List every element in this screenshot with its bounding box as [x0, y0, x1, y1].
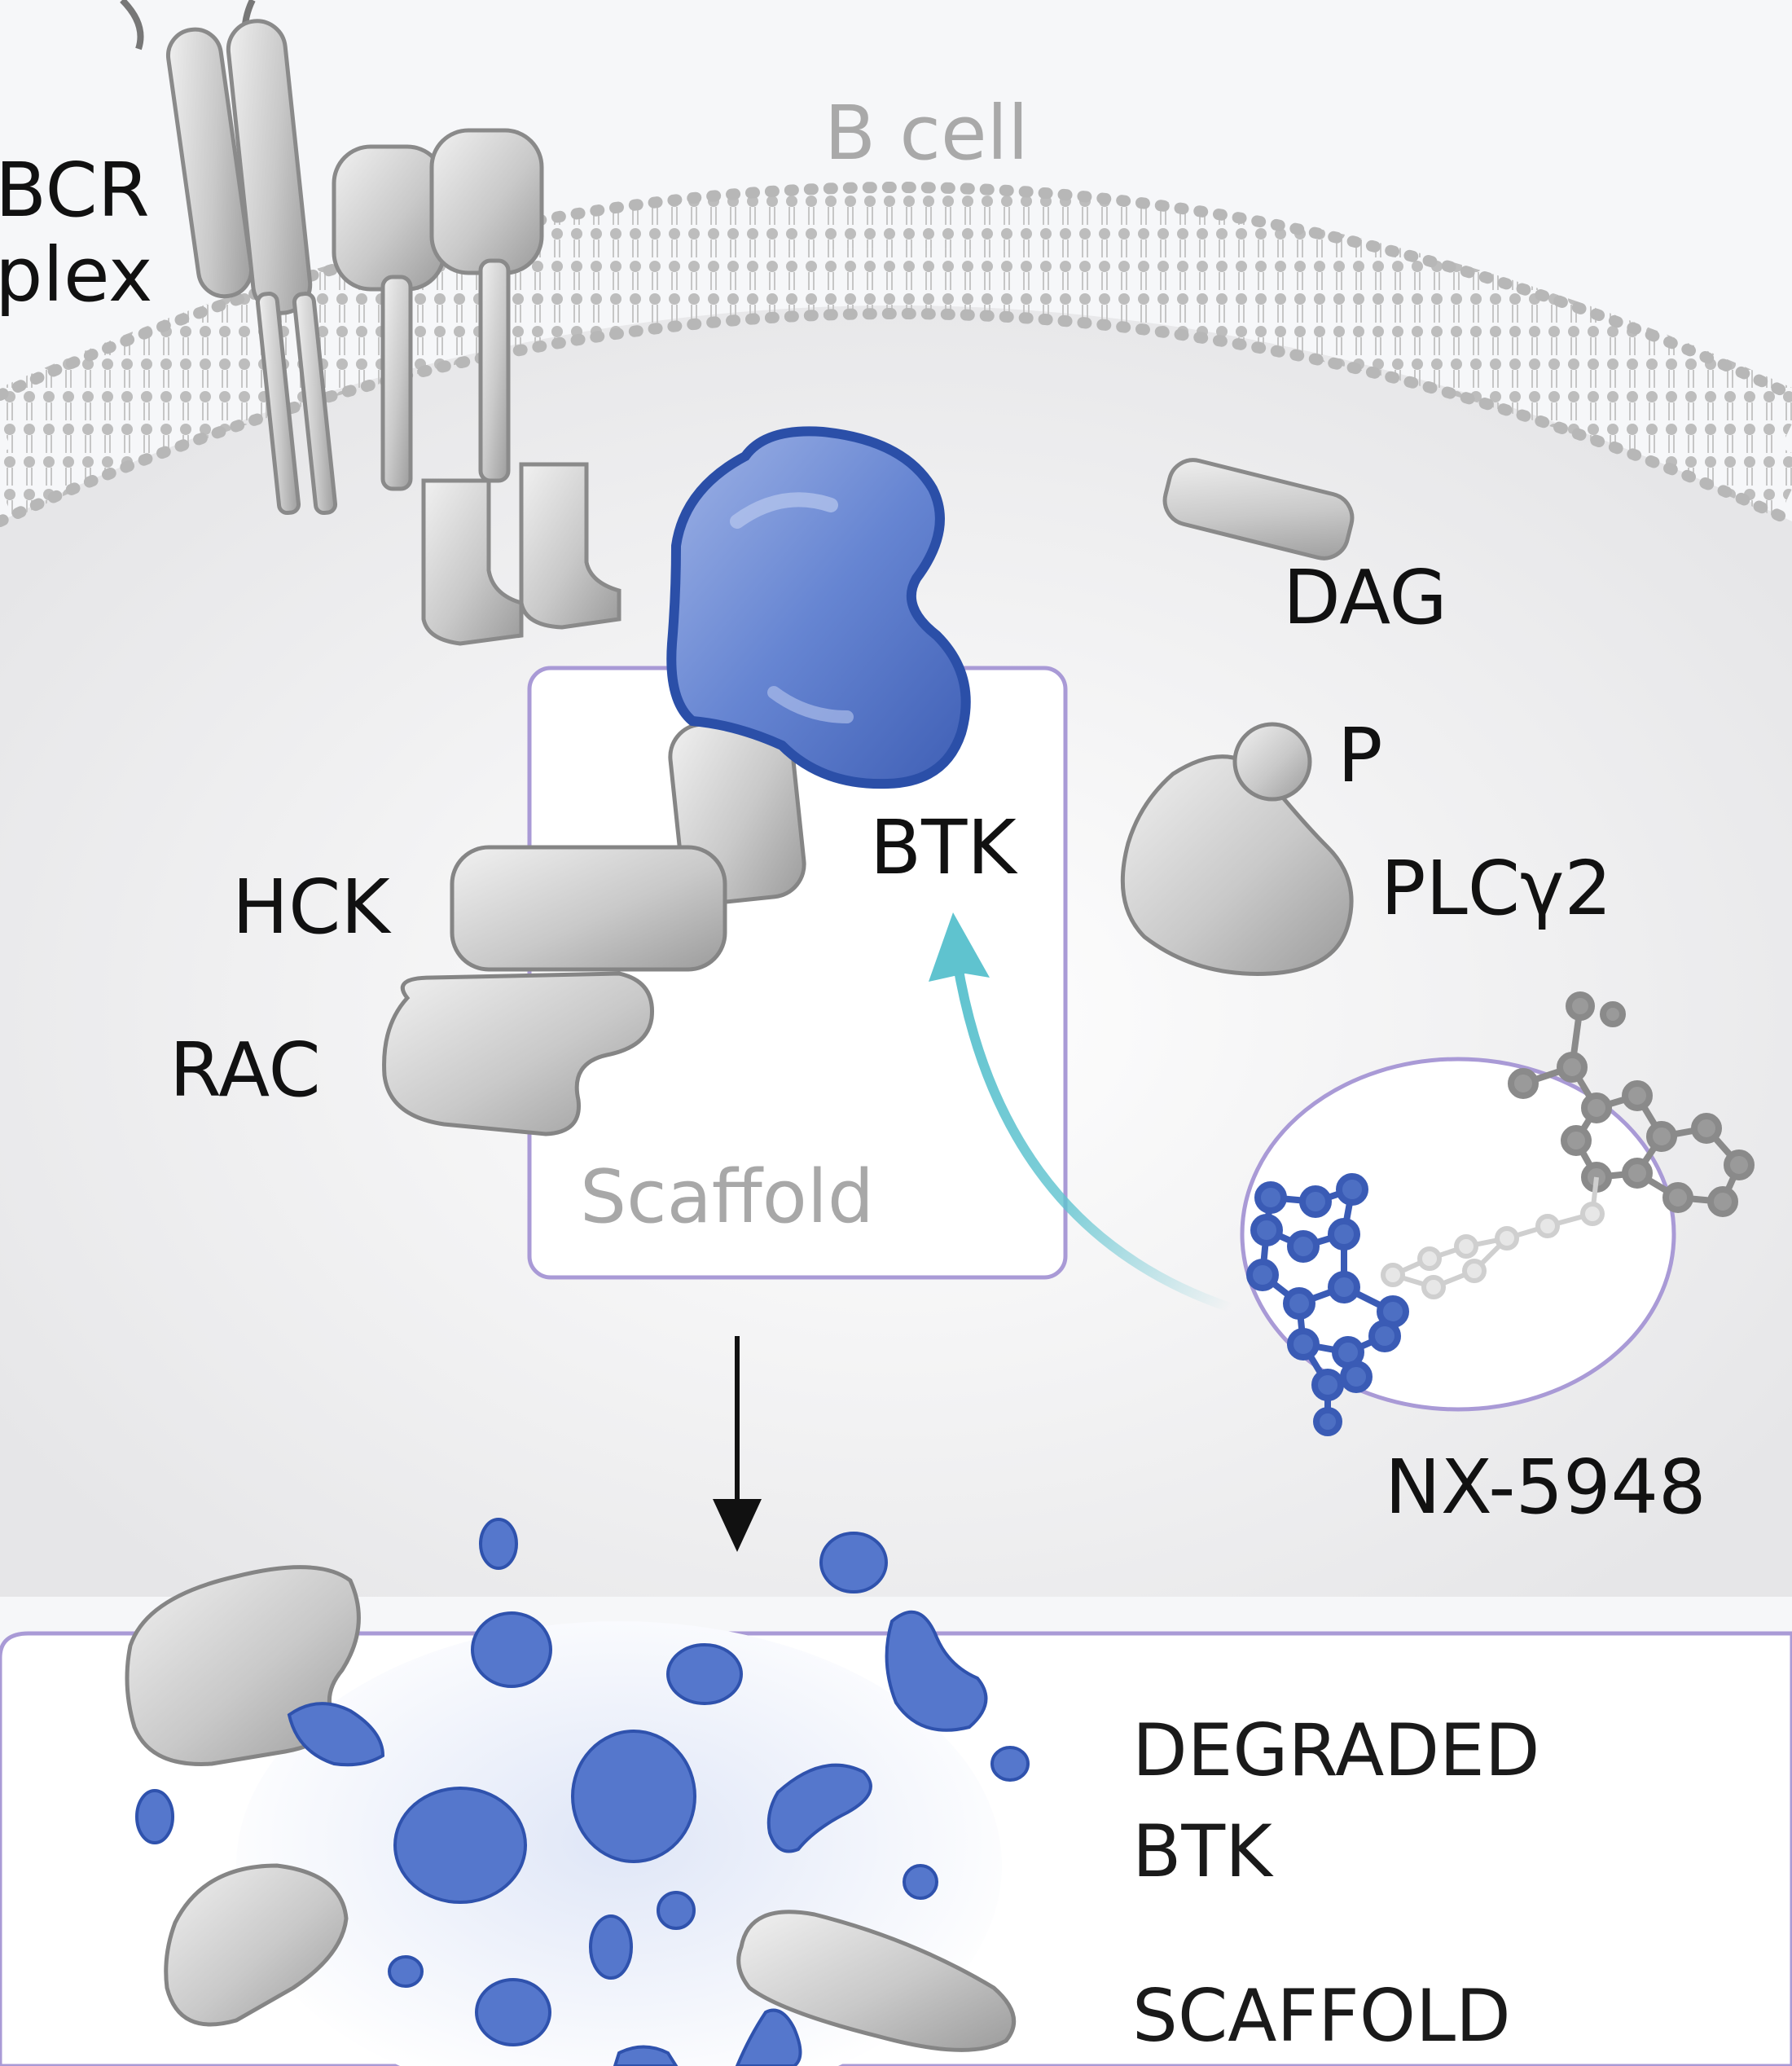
- bcr-label-line2: plex: [0, 231, 153, 319]
- scaffold-proteins: [382, 716, 806, 1136]
- phospho-label: P: [1337, 712, 1383, 799]
- scaffold-label: Scaffold: [580, 1154, 874, 1240]
- plcg2-protein: [1120, 722, 1354, 976]
- drug-binding-arrow: [929, 912, 1232, 1312]
- hck-label: HCK: [232, 864, 390, 951]
- dag-label: DAG: [1283, 554, 1447, 641]
- blue-fragments: [135, 1518, 1030, 2066]
- rac-label: RAC: [169, 1026, 321, 1114]
- degraded-label-line2: BTK: [1132, 1809, 1272, 1893]
- degraded-label-line1: DEGRADED: [1132, 1708, 1540, 1792]
- degradation-arrow: [713, 1336, 762, 1552]
- nx5948-molecule: [1240, 991, 1755, 1436]
- plcg2-label: PLCγ2: [1381, 845, 1612, 932]
- btk-label: BTK: [870, 804, 1017, 891]
- drug-label: NX-5948: [1385, 1444, 1706, 1531]
- bcr-complex: [120, 0, 621, 646]
- bcr-label-line1: BCR: [0, 147, 150, 234]
- dag-molecule: [1162, 458, 1355, 560]
- btk-protein: [666, 426, 971, 789]
- scaffold-upper-label: SCAFFOLD: [1132, 1974, 1511, 2058]
- cell-label: B cell: [824, 90, 1029, 177]
